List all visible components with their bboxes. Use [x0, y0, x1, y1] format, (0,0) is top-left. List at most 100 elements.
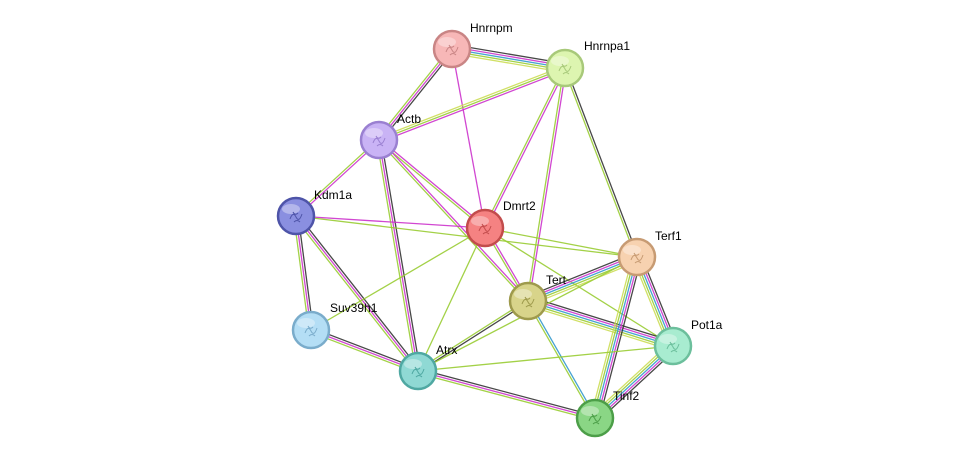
edge-evidence-line [378, 48, 453, 141]
protein-structure-icon [558, 63, 572, 75]
node-atrx[interactable]: Atrx [398, 343, 457, 391]
edge-evidence-line [527, 302, 673, 349]
node-label: Hnrnpa1 [584, 39, 630, 53]
edge-evidence-line [417, 370, 596, 419]
edge-evidence-line [596, 257, 640, 419]
edge-evidence-line [527, 256, 638, 302]
edge-dmrt2-atrx[interactable] [417, 227, 486, 372]
edge-evidence-line [297, 215, 314, 330]
node-actb[interactable]: Actb [359, 112, 421, 160]
edge-evidence-line [378, 67, 566, 141]
edge-evidence-line [418, 368, 596, 417]
protein-structure-icon [630, 252, 644, 264]
edge-tert-pot1a[interactable] [526, 296, 675, 351]
edge-actb-dmrt2[interactable] [377, 138, 487, 230]
node-highlight [551, 56, 569, 66]
node-terf1[interactable]: Terf1 [617, 229, 682, 277]
edge-hnrnpa1-tert[interactable] [526, 67, 567, 302]
node-label: Hnrnpm [470, 21, 513, 35]
node-label: Dmrt2 [503, 199, 536, 213]
protein-structure-icon [588, 413, 602, 425]
edge-evidence-line [376, 140, 417, 372]
node-suv39h1[interactable]: Suv39h1 [291, 301, 378, 350]
protein-structure-icon [478, 223, 492, 235]
node-highlight [404, 359, 422, 369]
edge-hnrnpm-actb[interactable] [376, 47, 455, 142]
edge-evidence-line [377, 140, 485, 230]
edge-hnrnpa1-terf1[interactable] [563, 67, 639, 258]
edge-evidence-line [529, 260, 639, 306]
edge-terf1-tinf2[interactable] [590, 255, 642, 420]
edge-hnrnpm-dmrt2[interactable] [451, 48, 486, 229]
edge-evidence-line [293, 216, 417, 373]
protein-structure-icon [289, 211, 303, 223]
edge-evidence-line [295, 215, 419, 372]
node-hnrnpm[interactable]: Hnrnpm [432, 21, 513, 69]
edge-evidence-line [295, 215, 638, 258]
edge-evidence-line [483, 67, 565, 228]
edge-evidence-line [484, 227, 638, 258]
edge-evidence-line [417, 299, 528, 371]
edge-evidence-line [417, 345, 674, 372]
edge-evidence-line [529, 296, 675, 343]
node-highlight [659, 334, 677, 344]
edge-evidence-line [451, 48, 486, 229]
node-dmrt2[interactable]: Dmrt2 [465, 199, 536, 248]
node-highlight [297, 318, 315, 328]
edge-evidence-line [380, 139, 421, 371]
edge-dmrt2-suv39h1[interactable] [310, 227, 486, 331]
edge-kdm1a-dmrt2[interactable] [295, 215, 486, 229]
edge-atrx-pot1a[interactable] [417, 345, 674, 372]
edge-evidence-line [565, 67, 639, 257]
node-tinf2[interactable]: Tinf2 [575, 389, 640, 438]
protein-structure-icon [304, 325, 318, 337]
edge-tert-tinf2[interactable] [526, 300, 597, 419]
edge-evidence-line [526, 67, 565, 301]
edge-evidence-line [310, 227, 486, 331]
edge-evidence-line [526, 252, 636, 298]
nodes-layer: HnrnpmHnrnpa1ActbKdm1aDmrt2Terf1TertSuv3… [276, 21, 723, 438]
protein-structure-icon [411, 366, 425, 378]
node-highlight [471, 216, 489, 226]
edge-evidence-line [590, 255, 634, 418]
edge-evidence-line [485, 68, 567, 229]
protein-structure-icon [666, 341, 680, 353]
edge-evidence-line [452, 44, 566, 65]
node-label: Tinf2 [613, 389, 640, 403]
edge-atrx-tinf2[interactable] [417, 368, 596, 421]
edge-dmrt2-terf1[interactable] [484, 227, 638, 258]
edge-actb-atrx[interactable] [376, 139, 421, 372]
node-label: Kdm1a [314, 188, 352, 202]
edge-evidence-line [527, 300, 674, 347]
node-highlight [514, 289, 532, 299]
node-kdm1a[interactable]: Kdm1a [276, 188, 352, 236]
edge-evidence-line [528, 300, 597, 418]
edge-evidence-line [293, 216, 310, 331]
edge-evidence-line [417, 372, 595, 421]
node-tert[interactable]: Tert [508, 273, 567, 321]
edge-evidence-line [379, 138, 530, 301]
edge-evidence-line [526, 254, 637, 300]
edge-evidence-line [594, 256, 638, 419]
node-label: Suv39h1 [330, 301, 378, 315]
node-highlight [581, 406, 599, 416]
node-hnrnpa1[interactable]: Hnrnpa1 [545, 39, 630, 88]
node-pot1a[interactable]: Pot1a [653, 318, 723, 366]
edge-kdm1a-atrx[interactable] [293, 214, 421, 373]
edges-layer [293, 44, 678, 422]
node-highlight [438, 37, 456, 47]
protein-structure-icon [372, 135, 386, 147]
edge-evidence-line [380, 49, 455, 142]
edge-hnrnpa1-actb[interactable] [377, 65, 567, 143]
edge-evidence-line [451, 52, 565, 73]
edge-hnrnpa1-dmrt2[interactable] [483, 67, 567, 229]
edge-kdm1a-terf1[interactable] [295, 215, 638, 258]
edge-evidence-line [376, 47, 451, 140]
edge-evidence-line [295, 215, 486, 229]
node-label: Tert [546, 273, 567, 287]
edge-tert-atrx[interactable] [417, 299, 529, 373]
node-highlight [365, 128, 383, 138]
edge-actb-tert[interactable] [377, 138, 530, 303]
edge-evidence-line [592, 256, 636, 418]
